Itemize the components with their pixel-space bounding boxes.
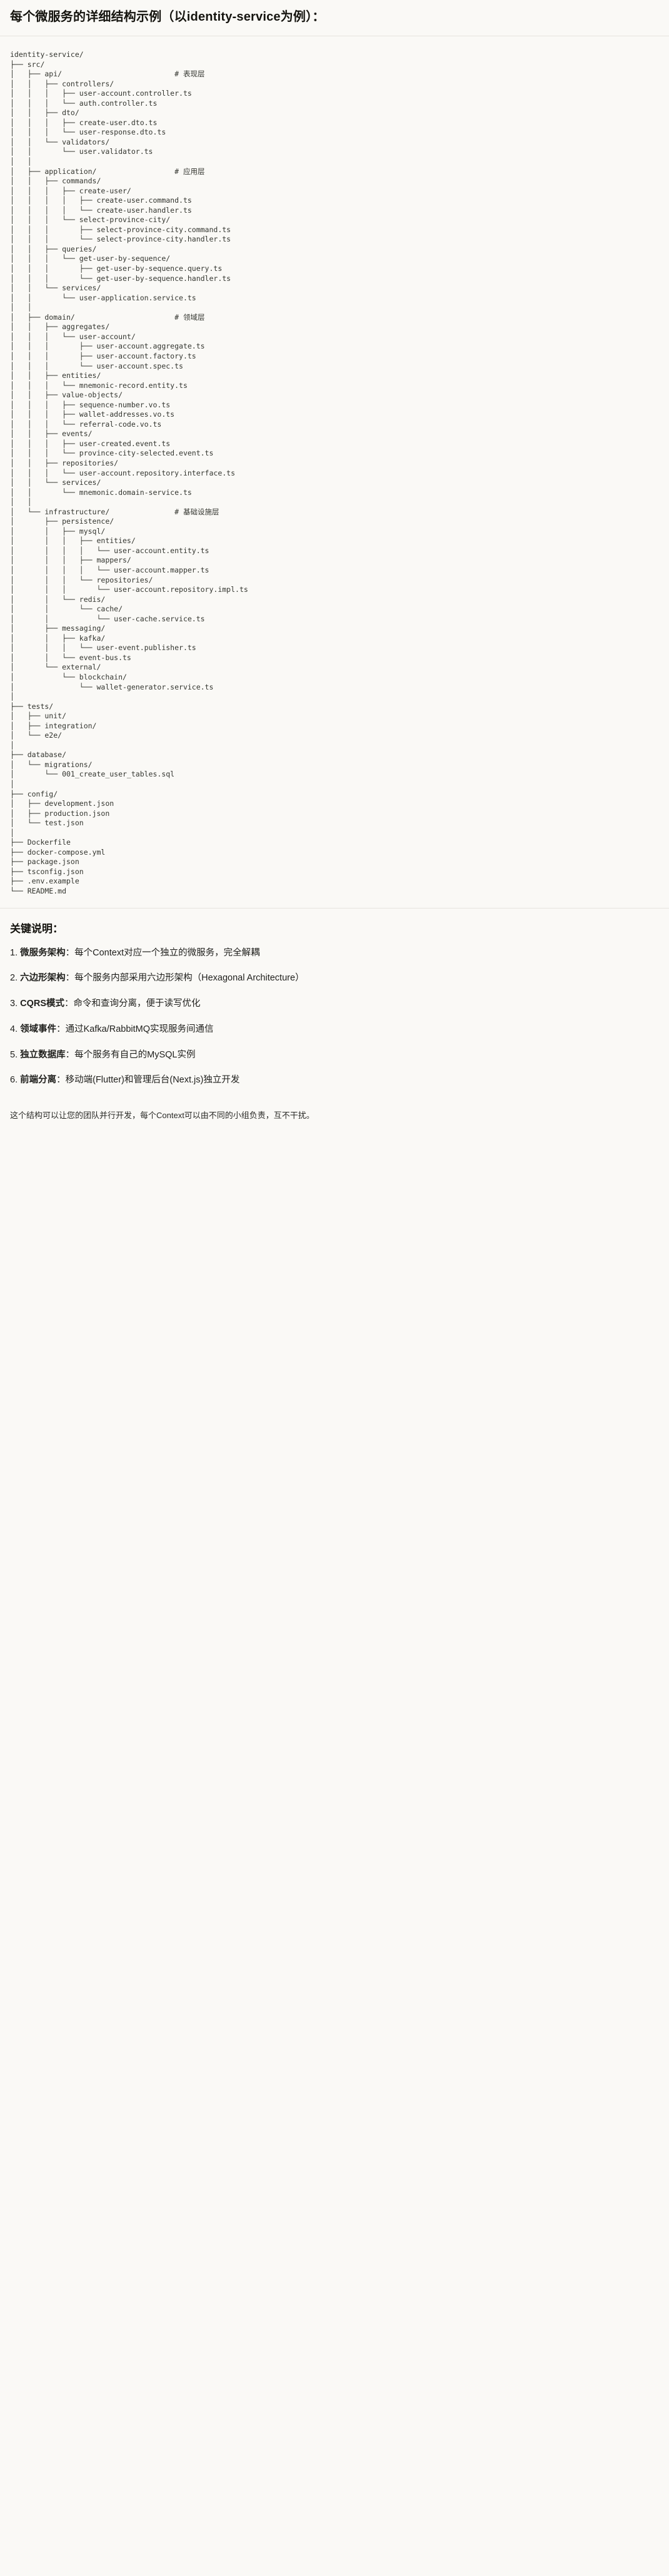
directory-tree: identity-service/ ├── src/ │ ├── api/ # … (10, 50, 248, 896)
key-points-heading: 关键说明： (10, 922, 63, 935)
list-item-number: 6. (10, 1075, 18, 1086)
key-points-list: 1. 微服务架构：每个Context对应一个独立的微服务，完全解耦 2. 六边形… (10, 947, 659, 1088)
list-item-number: 1. (10, 947, 18, 958)
closing-note: 这个结构可以让您的团队并行开发，每个Context可以由不同的小组负责，互不干扰… (0, 1103, 669, 1134)
page-header: 每个微服务的详细结构示例（以identity-service为例）： (0, 0, 669, 36)
list-item-number: 5. (10, 1049, 18, 1060)
list-item-separator: ： (65, 973, 75, 984)
list-item: 5. 独立数据库：每个服务有自己的MySQL实例 (10, 1049, 659, 1062)
list-item-separator: ： (56, 1024, 66, 1034)
list-item: 1. 微服务架构：每个Context对应一个独立的微服务，完全解耦 (10, 947, 659, 960)
directory-tree-block: identity-service/ ├── src/ │ ├── api/ # … (0, 36, 669, 908)
list-item-description: 通过Kafka/RabbitMQ实现服务间通信 (65, 1024, 214, 1034)
page-root: 每个微服务的详细结构示例（以identity-service为例）： ident… (0, 0, 669, 1134)
list-item-description: 每个服务有自己的MySQL实例 (74, 1049, 196, 1060)
list-item-description: 命令和查询分离，便于读写优化 (73, 999, 201, 1009)
list-item-number: 3. (10, 999, 18, 1009)
list-item-term: 微服务架构 (20, 947, 66, 958)
list-item-term: 独立数据库 (20, 1049, 66, 1060)
list-item-number: 2. (10, 973, 18, 984)
key-points-section: 关键说明： 1. 微服务架构：每个Context对应一个独立的微服务，完全解耦 … (0, 907, 669, 1104)
list-item-term: 领域事件 (20, 1024, 57, 1034)
list-item-description: 每个Context对应一个独立的微服务，完全解耦 (74, 947, 260, 958)
list-item: 2. 六边形架构：每个服务内部采用六边形架构（Hexagonal Archite… (10, 972, 659, 985)
list-item-number: 4. (10, 1024, 18, 1034)
page-title: 每个微服务的详细结构示例（以identity-service为例）： (10, 10, 325, 24)
list-item-term: 六边形架构 (20, 973, 66, 984)
list-item-term: CQRS模式 (20, 999, 65, 1009)
list-item-description: 每个服务内部采用六边形架构（Hexagonal Architecture） (74, 973, 304, 984)
list-item: 6. 前端分离：移动端(Flutter)和管理后台(Next.js)独立开发 (10, 1074, 659, 1087)
list-item-description: 移动端(Flutter)和管理后台(Next.js)独立开发 (65, 1075, 240, 1086)
list-item-term: 前端分离 (20, 1075, 57, 1086)
list-item-separator: ： (65, 1049, 75, 1060)
list-item-separator: ： (65, 947, 75, 958)
list-item-separator: ： (56, 1075, 66, 1086)
list-item-separator: ： (64, 999, 74, 1009)
list-item: 3. CQRS模式：命令和查询分离，便于读写优化 (10, 997, 659, 1011)
list-item: 4. 领域事件：通过Kafka/RabbitMQ实现服务间通信 (10, 1023, 659, 1037)
